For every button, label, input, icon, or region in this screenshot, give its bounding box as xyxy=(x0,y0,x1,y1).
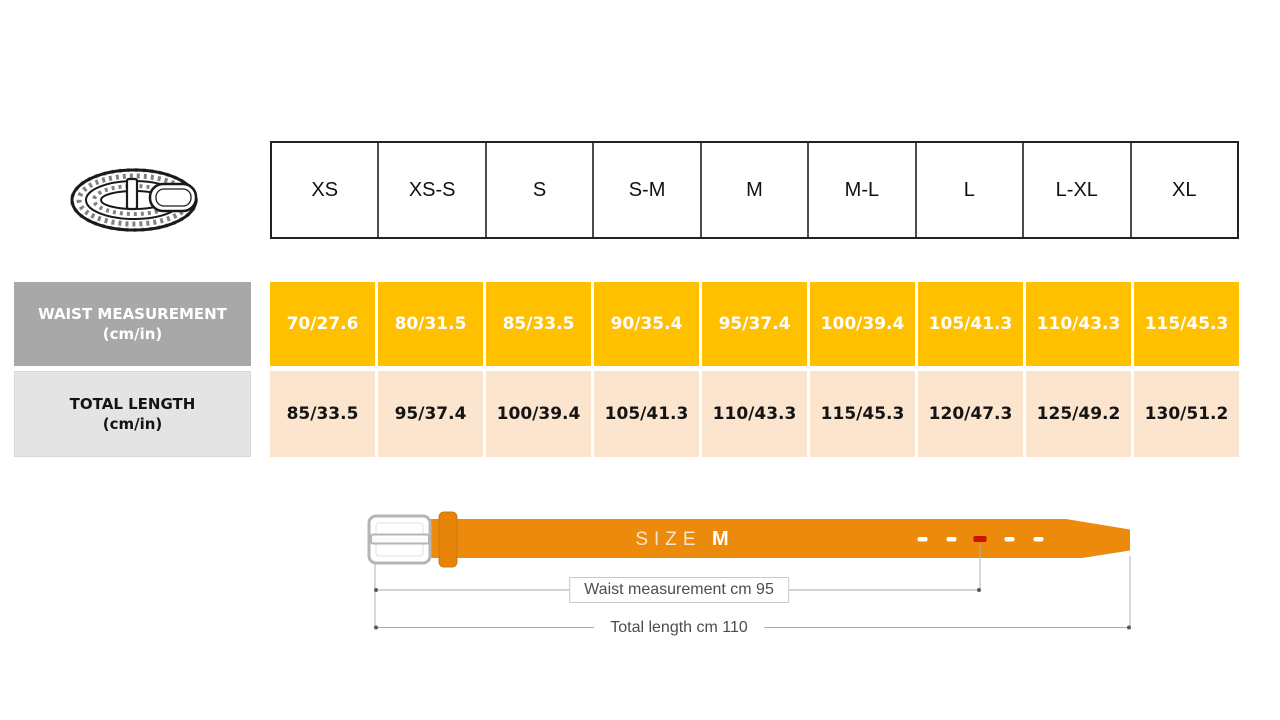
braided-belt-illustration xyxy=(62,150,212,242)
belt-hole xyxy=(1033,537,1044,542)
total-length-annotation: Total length cm 110 xyxy=(594,617,764,639)
waist-value-cell: 95/37.4 xyxy=(702,282,807,366)
size-header-cell: M-L xyxy=(807,143,914,237)
waist-value-cell: 85/33.5 xyxy=(486,282,591,366)
belt-keeper-loop xyxy=(438,511,458,568)
length-value-cell: 125/49.2 xyxy=(1026,371,1131,457)
measure-end-dot xyxy=(374,588,378,592)
belt-hole xyxy=(917,537,928,542)
waist-value-cell: 105/41.3 xyxy=(918,282,1023,366)
length-value-cell: 110/43.3 xyxy=(702,371,807,457)
waist-value-cell: 90/35.4 xyxy=(594,282,699,366)
waist-value-cell: 110/43.3 xyxy=(1026,282,1131,366)
size-header-cell: L-XL xyxy=(1022,143,1129,237)
waist-row-label-text: WAIST MEASUREMENT xyxy=(38,304,227,323)
waist-value-cell: 80/31.5 xyxy=(378,282,483,366)
length-value-cell: 120/47.3 xyxy=(918,371,1023,457)
measure-end-dot xyxy=(1127,625,1131,630)
waist-value-cell: 100/39.4 xyxy=(810,282,915,366)
total-length-unit-text: (cm/in) xyxy=(102,415,163,433)
belt-hole xyxy=(946,537,957,542)
length-value-cell: 105/41.3 xyxy=(594,371,699,457)
length-value-cell: 85/33.5 xyxy=(270,371,375,457)
waist-row-label: WAIST MEASUREMENT (cm/in) xyxy=(14,282,251,366)
length-value-cell: 95/37.4 xyxy=(378,371,483,457)
belt-size-word: SIZE xyxy=(635,529,702,550)
size-header-row: XS XS-S S S-M M M-L L L-XL XL xyxy=(270,141,1239,239)
length-value-cell: 100/39.4 xyxy=(486,371,591,457)
size-header-cell: M xyxy=(699,143,807,237)
belt-buckle-prong xyxy=(370,533,430,545)
waist-measurement-annotation: Waist measurement cm 95 xyxy=(569,577,789,603)
size-header-cell: L xyxy=(914,143,1022,237)
waist-value-cell: 70/27.6 xyxy=(270,282,375,366)
total-length-row: TOTAL LENGTH (cm/in) 85/33.5 95/37.4 100… xyxy=(0,371,1280,457)
waist-value-cell: 115/45.3 xyxy=(1134,282,1239,366)
belt-strap xyxy=(430,519,1130,558)
braided-belt-icon xyxy=(70,168,198,232)
waist-measurement-row: WAIST MEASUREMENT (cm/in) 70/27.6 80/31.… xyxy=(0,282,1280,366)
waist-row-unit-text: (cm/in) xyxy=(102,325,163,343)
belt-hole-marked xyxy=(973,536,987,542)
size-header-cell: S-M xyxy=(592,143,699,237)
total-length-label-text: TOTAL LENGTH xyxy=(69,394,196,413)
total-length-row-label: TOTAL LENGTH (cm/in) xyxy=(14,371,251,457)
size-header-cell: XS xyxy=(311,178,339,201)
waist-row-cells: 70/27.6 80/31.5 85/33.5 90/35.4 95/37.4 … xyxy=(270,282,1239,366)
belt-hole xyxy=(1004,537,1015,542)
length-value-cell: 130/51.2 xyxy=(1134,371,1239,457)
belt-size-print: SIZE M xyxy=(577,527,787,551)
total-length-row-cells: 85/33.5 95/37.4 100/39.4 105/41.3 110/43… xyxy=(270,371,1239,457)
measure-end-dot xyxy=(374,625,378,630)
belt-size-value: M xyxy=(712,528,729,550)
size-header-cell: XS-S xyxy=(377,143,484,237)
size-header-cell: S xyxy=(484,143,592,237)
size-header-cell: XL xyxy=(1129,143,1237,237)
measure-end-dot xyxy=(977,588,981,592)
length-value-cell: 115/45.3 xyxy=(810,371,915,457)
